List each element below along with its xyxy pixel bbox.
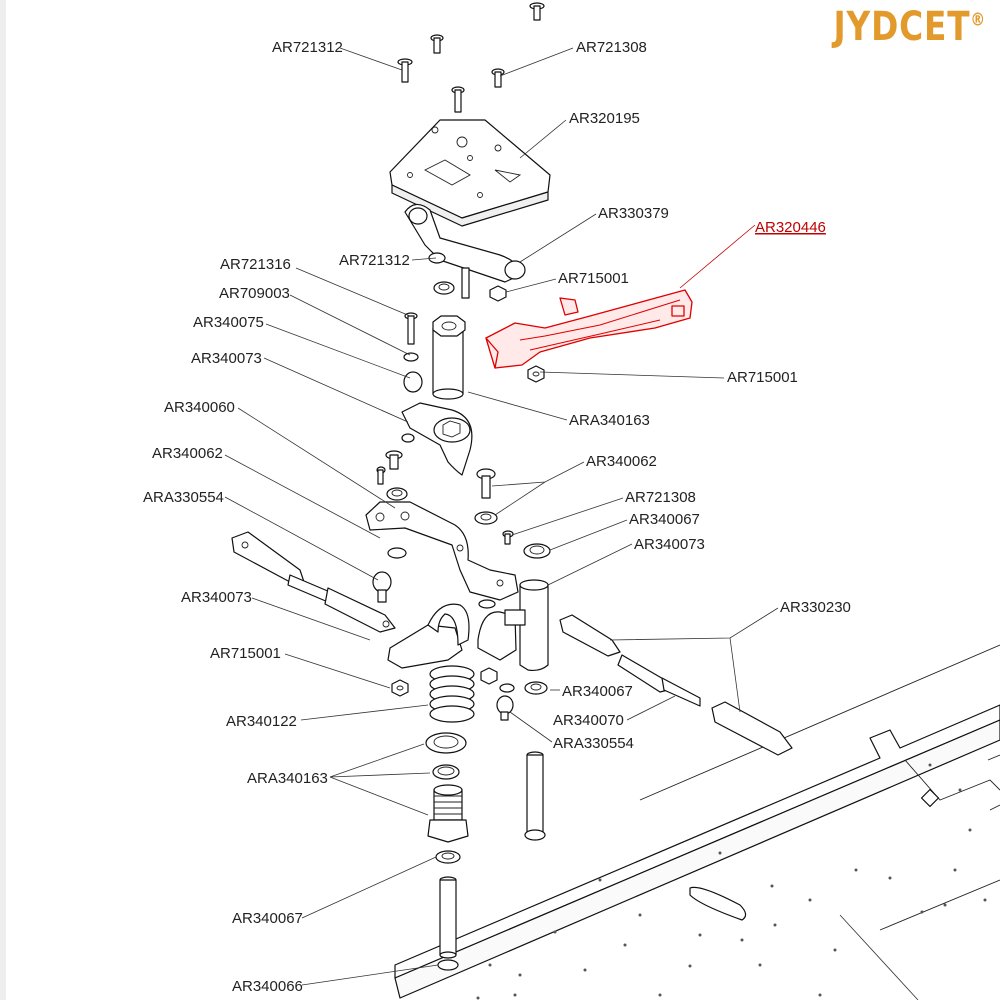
- page-edge: [0, 0, 6, 1000]
- label-ar721312-mid: AR721312: [339, 252, 410, 269]
- label-ar721312-top: AR721312: [272, 39, 343, 56]
- screw-ar721308-top: [430, 34, 505, 113]
- nut-lower: [480, 667, 498, 685]
- ball-ara330554-right: [496, 695, 514, 721]
- kingpin-ar340066: [437, 876, 459, 971]
- label-ar320195: AR320195: [569, 110, 640, 127]
- chassis-plate: [394, 644, 1000, 1000]
- label-ar340067-a: AR340067: [629, 511, 700, 528]
- arm-ar330379: [404, 203, 526, 299]
- screw-top-1: [529, 2, 545, 21]
- label-ar721308-top: AR721308: [576, 39, 647, 56]
- screw-ar340067-b: [499, 681, 548, 695]
- label-ar330230: AR330230: [780, 599, 851, 616]
- label-ar340062-right: AR340062: [586, 453, 657, 470]
- ball-stud-ara330554: [372, 547, 407, 603]
- hardware-ar340062: [376, 450, 551, 559]
- ball-ar340075: [403, 371, 423, 393]
- brand-logo: JYDCET®: [833, 4, 986, 50]
- washers-ara340163: [425, 732, 467, 780]
- washer-ar340067-c: [435, 850, 461, 864]
- spring-ar340122: [429, 665, 475, 723]
- label-ar715001-b: AR715001: [727, 369, 798, 386]
- screw-ar721312-top: [397, 58, 413, 83]
- washer-nut-row: [433, 281, 507, 302]
- label-ar340060: AR340060: [164, 399, 235, 416]
- label-ara340163-a: ARA340163: [569, 412, 650, 429]
- label-ara340163-b: ARA340163: [247, 770, 328, 787]
- turnbuckle-ar330230: [559, 614, 793, 756]
- knuckle-right: [477, 579, 549, 672]
- threaded-post: [427, 784, 469, 843]
- label-ara330554-left: ARA330554: [143, 489, 224, 506]
- knuckle-left: [387, 603, 470, 669]
- label-ar340067-c: AR340067: [232, 910, 303, 927]
- label-ara330554-right: ARA330554: [553, 735, 634, 752]
- label-ar715001-c: AR715001: [210, 645, 281, 662]
- turnbuckle-left: [231, 531, 396, 633]
- kingpin-right: [524, 751, 546, 841]
- washer-ar709003: [403, 352, 419, 362]
- brand-registered-mark: ®: [970, 9, 986, 31]
- nut-ar715001-c: [391, 679, 409, 697]
- label-ar340073-c: AR340073: [181, 589, 252, 606]
- label-ar340073-b: AR340073: [634, 536, 705, 553]
- label-ar340062-left: AR340062: [152, 445, 223, 462]
- label-ar320446: AR320446: [755, 219, 826, 236]
- label-ar330379: AR330379: [598, 205, 669, 222]
- nut-ar715001-b: [527, 365, 545, 383]
- label-ar340075: AR340075: [193, 314, 264, 331]
- steering-link-ar320446: [485, 289, 693, 369]
- servo-saver-ar340060: [401, 402, 473, 476]
- label-ar340073-a: AR340073: [191, 350, 262, 367]
- screw-ar721316: [404, 312, 418, 345]
- label-ar721308-mid: AR721308: [625, 489, 696, 506]
- ackermann-plate: [365, 501, 519, 601]
- label-ar709003: AR709003: [219, 285, 290, 302]
- post-ar340163: [432, 315, 466, 400]
- brand-name: JYDCET: [833, 4, 971, 50]
- label-ar340070: AR340070: [553, 712, 624, 729]
- label-ar721316: AR721316: [220, 256, 291, 273]
- label-ar340066: AR340066: [232, 978, 303, 995]
- label-ar715001-a: AR715001: [558, 270, 629, 287]
- leader-lines: [224, 47, 919, 1000]
- label-ar340067-b: AR340067: [562, 683, 633, 700]
- label-ar340122: AR340122: [226, 713, 297, 730]
